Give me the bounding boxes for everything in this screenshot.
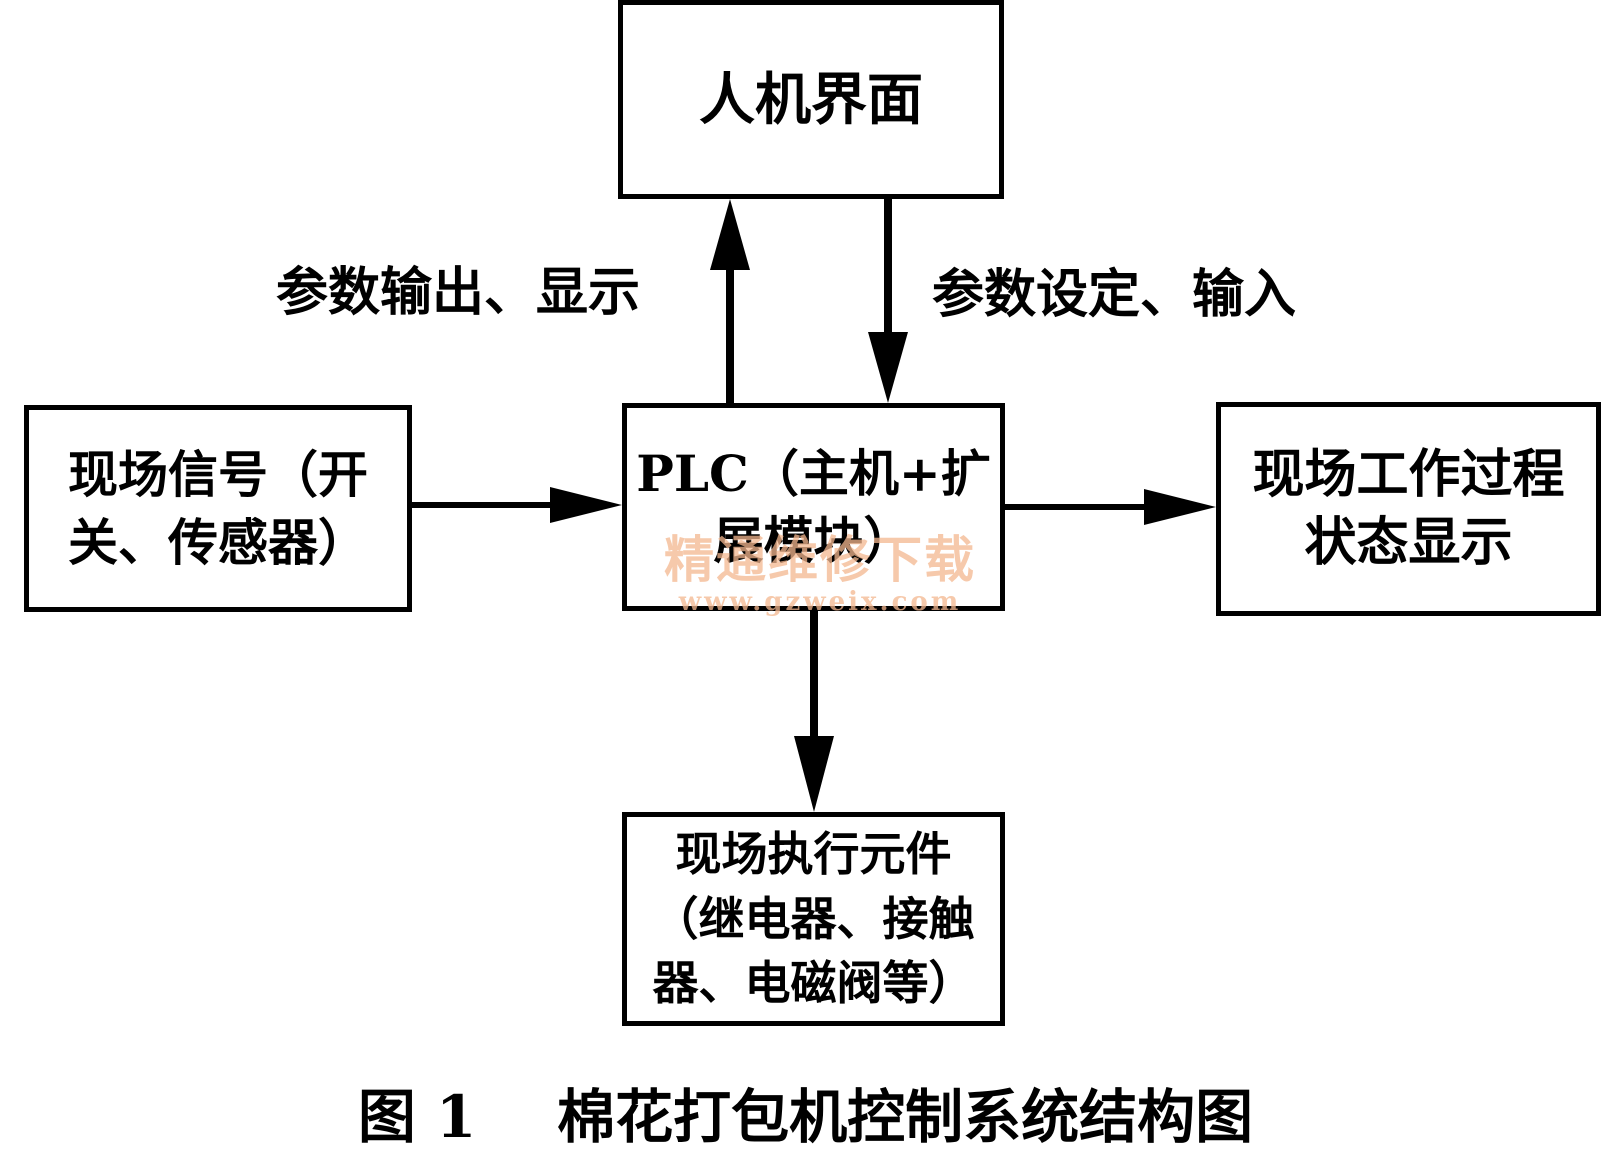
actuators-node: 现场执行元件（继电器、接触器、电磁阀等） <box>622 812 1005 1026</box>
edge-label-output-display: 参数输出、显示 <box>276 262 641 323</box>
arrow-plc-to-actuators <box>794 611 834 812</box>
hmi-node: 人机界面 <box>618 0 1004 199</box>
edge-label-setting-input: 参数设定、输入 <box>932 264 1297 325</box>
process-display-node-label: 现场工作过程状态显示 <box>1252 444 1565 573</box>
process-display-node: 现场工作过程状态显示 <box>1216 402 1601 616</box>
field-signal-node-label: 现场信号（开关、传感器） <box>68 445 368 572</box>
hmi-node-label: 人机界面 <box>699 66 923 133</box>
plc-node-label: PLC（主机+扩展模块） <box>636 443 991 571</box>
plc-node: PLC（主机+扩展模块） <box>622 403 1005 611</box>
arrow-plc-to-display <box>1005 489 1216 525</box>
arrow-hmi-to-plc <box>868 199 908 403</box>
field-signal-node: 现场信号（开关、传感器） <box>24 405 412 612</box>
figure-caption: 图 1 棉花打包机控制系统结构图 <box>357 1083 1254 1151</box>
arrow-plc-to-hmi <box>710 199 750 403</box>
arrow-signal-to-plc <box>412 487 622 523</box>
actuators-node-label: 现场执行元件（继电器、接触器、电磁阀等） <box>652 827 975 1011</box>
